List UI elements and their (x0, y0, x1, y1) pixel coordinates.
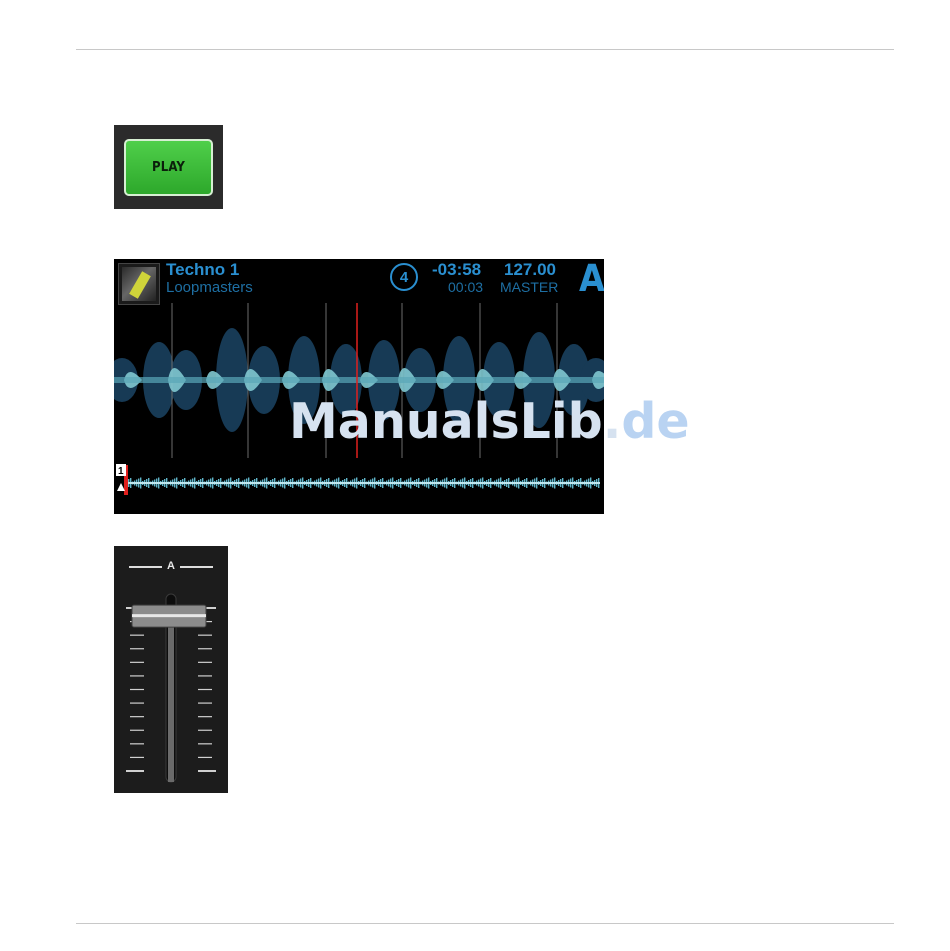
beat-counter: 4 (390, 263, 418, 291)
watermark: ManualsLib.de (289, 393, 690, 450)
track-overview: 1 (114, 463, 604, 505)
track-artist: Loopmasters (166, 279, 253, 296)
play-button-label: PLAY (152, 160, 185, 175)
time-elapsed: 00:03 (448, 279, 483, 295)
header-rule (76, 49, 894, 50)
footer-rule (76, 923, 894, 924)
watermark-text: ManualsLib. (289, 393, 621, 450)
play-button-frame: PLAY (114, 125, 223, 209)
deck-display: Techno 1 Loopmasters 4 -03:58 127.00 00:… (114, 259, 604, 514)
tempo-bpm: 127.00 (504, 260, 556, 280)
play-button[interactable]: PLAY (124, 139, 213, 196)
channel-fader: A (114, 546, 228, 793)
cue-point-number: 1 (118, 466, 124, 477)
deck-letter: A (579, 259, 604, 300)
watermark-tld: de (621, 393, 689, 450)
album-cover (118, 263, 160, 305)
track-title: Techno 1 (166, 260, 239, 280)
fader-channel-label: A (114, 560, 228, 572)
time-remaining: -03:58 (432, 260, 481, 280)
cue-point-arrow (117, 483, 125, 491)
sync-mode: MASTER (500, 279, 558, 295)
